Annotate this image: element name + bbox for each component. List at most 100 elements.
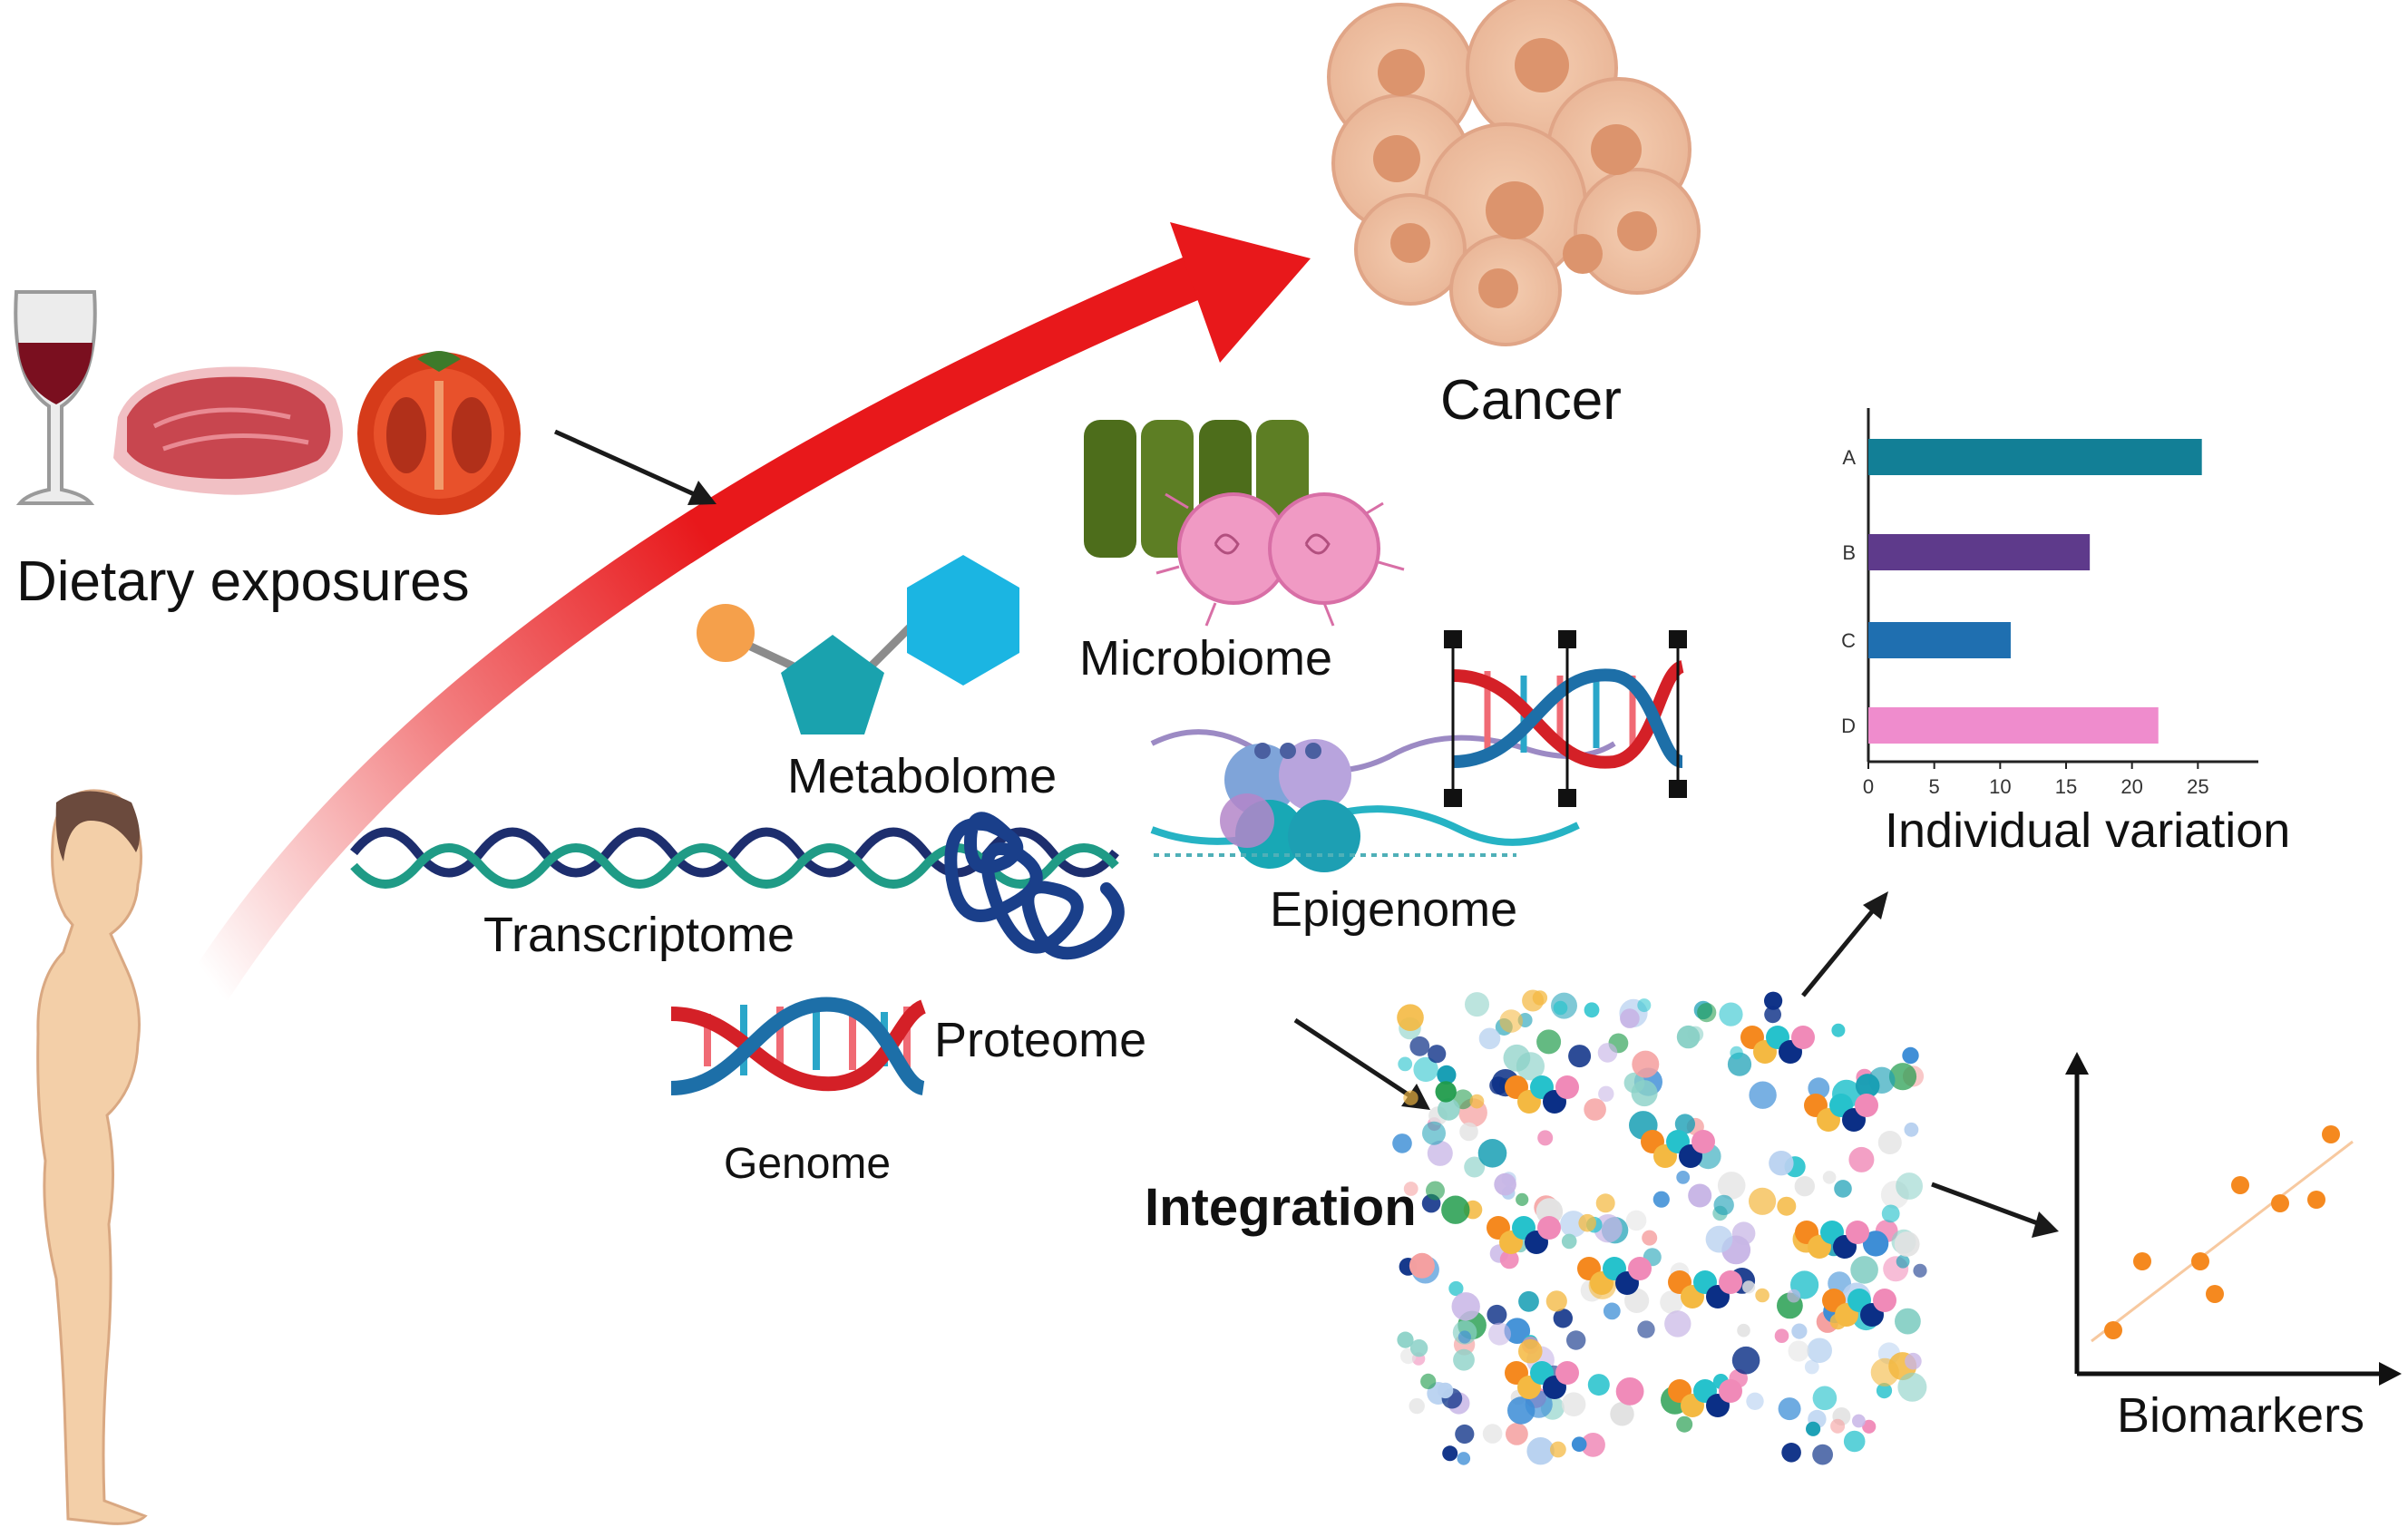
bar-x-tick-label: 15	[2055, 775, 2077, 798]
integration-particle	[1598, 1085, 1614, 1103]
integration-particle	[1877, 1131, 1902, 1154]
integration-particle	[1568, 1045, 1592, 1068]
integration-particle	[1438, 1098, 1460, 1121]
bar-d	[1868, 707, 2159, 744]
integration-particle-cluster	[1873, 1289, 1896, 1312]
integration-particle	[1595, 1193, 1615, 1213]
integration-particle	[1482, 1424, 1503, 1444]
integration-particle	[1687, 1026, 1704, 1043]
metabolome-label: Metabolome	[787, 749, 1058, 803]
arrow-integration-to-variation	[1801, 891, 1888, 997]
integration-particle	[1413, 1056, 1438, 1083]
integration-particle	[1894, 1231, 1920, 1257]
scatter-point	[2191, 1252, 2209, 1270]
integration-particle	[1478, 1027, 1501, 1050]
bar-x-tick-label: 25	[2187, 775, 2208, 798]
integration-particle	[1749, 1187, 1777, 1215]
integration-particle	[1896, 1254, 1910, 1269]
integration-label: Integration	[1145, 1178, 1417, 1237]
integration-particle	[1469, 1094, 1485, 1109]
integration-particle	[1499, 1009, 1523, 1033]
integration-particle	[1620, 1008, 1640, 1028]
integration-particle	[1426, 1181, 1445, 1201]
integration-particle	[1881, 1204, 1900, 1223]
integration-particle	[1457, 1452, 1471, 1465]
integration-particle	[1397, 1004, 1424, 1031]
integration-particle	[1787, 1289, 1801, 1303]
tomato-icon	[357, 351, 521, 515]
integration-particle-cluster	[1846, 1221, 1869, 1244]
integration-particle	[1448, 1280, 1464, 1297]
integration-particle	[1642, 1230, 1658, 1246]
integration-particle	[1749, 1081, 1777, 1109]
integration-particle	[1674, 1114, 1695, 1134]
integration-particle	[1550, 1441, 1566, 1458]
bar-x-tick-label: 10	[1989, 775, 2011, 798]
integration-particle	[1488, 1322, 1511, 1346]
integration-particle	[1437, 1065, 1457, 1085]
integration-particle	[1746, 1392, 1764, 1411]
integration-particle	[1522, 989, 1545, 1012]
arrow-diet-to-main	[553, 429, 717, 505]
biomarkers-scatter-plot	[2065, 1052, 2402, 1386]
bar-c	[1868, 622, 2011, 658]
dietary-exposures-label: Dietary exposures	[16, 550, 470, 613]
integration-particle	[1632, 1050, 1660, 1078]
integration-particle-cluster	[1719, 1379, 1742, 1403]
integration-particle	[1477, 1139, 1507, 1168]
integration-particle	[1637, 998, 1652, 1013]
integration-particle	[1503, 1044, 1531, 1072]
bar-chart-x-axis-label: Individual variation	[1885, 803, 2291, 858]
arrow-integration-to-biomarkers	[1931, 1182, 2059, 1238]
integration-particle	[1516, 1192, 1529, 1206]
integration-particle	[1397, 1331, 1414, 1348]
integration-particle	[1902, 1046, 1919, 1065]
integration-particle	[1705, 1225, 1733, 1253]
integration-particle	[1895, 1308, 1921, 1335]
integration-particle	[1848, 1146, 1875, 1172]
integration-particle	[1624, 1288, 1650, 1313]
integration-particle	[1536, 1029, 1562, 1055]
integration-particle	[1409, 1339, 1428, 1357]
integration-particle-cluster	[1719, 1270, 1742, 1294]
bar-category-label-a: A	[1842, 446, 1856, 469]
integration-particle	[1553, 1308, 1574, 1328]
integration-particle	[1862, 1231, 1889, 1257]
integration-particle	[1822, 1171, 1837, 1184]
integration-particle-cluster	[1555, 1361, 1579, 1385]
integration-particle	[1455, 1424, 1475, 1445]
integration-particle	[1769, 1151, 1794, 1176]
integration-particle	[1807, 1338, 1832, 1364]
integration-particle	[1788, 1340, 1809, 1362]
wine-glass-icon	[14, 290, 97, 505]
integration-particle	[1717, 1172, 1746, 1200]
scatter-point	[2271, 1194, 2289, 1212]
integration-particle	[1730, 1046, 1743, 1060]
integration-particle	[1664, 1310, 1691, 1338]
integration-particle	[1409, 1036, 1430, 1056]
integration-particle	[1850, 1256, 1878, 1284]
integration-particle	[1731, 1346, 1760, 1375]
integration-particle	[1652, 1191, 1670, 1208]
integration-particle	[1913, 1263, 1927, 1278]
integration-particle	[1870, 1357, 1899, 1386]
integration-particle	[1587, 1374, 1610, 1396]
microbiome-icon	[1084, 420, 1405, 627]
integration-particle	[1459, 1122, 1478, 1142]
integration-particle	[1420, 1373, 1437, 1389]
integration-particle	[1615, 1377, 1644, 1406]
integration-particle	[1764, 1006, 1781, 1024]
integration-particle	[1422, 1121, 1446, 1145]
integration-particle	[1487, 1304, 1507, 1325]
integration-particle	[1453, 1348, 1475, 1371]
integration-particle	[1610, 1402, 1634, 1426]
integration-particle	[1905, 1352, 1922, 1370]
integration-particle	[1778, 1397, 1801, 1421]
cancer-cells-icon	[1327, 0, 1701, 346]
integration-particle	[1851, 1414, 1866, 1428]
integration-particle	[1584, 1002, 1600, 1018]
genome-dna-icon	[670, 997, 927, 1095]
integration-particle	[1465, 992, 1489, 1017]
